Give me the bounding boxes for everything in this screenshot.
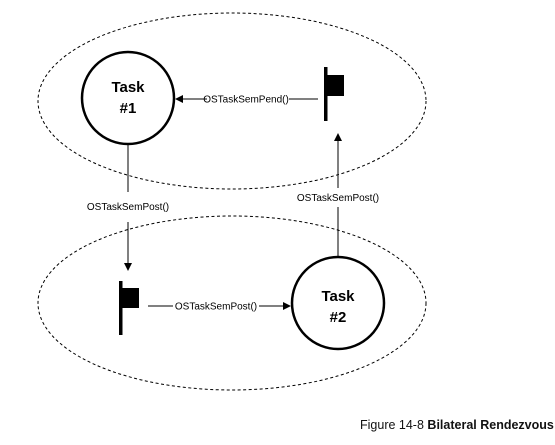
pend-label: OSTaskSemPend()	[203, 95, 289, 106]
post-left-label: OSTaskSemPost()	[87, 202, 169, 213]
post-bottom-label: OSTaskSemPost()	[175, 302, 257, 313]
top-group-ellipse	[37, 12, 427, 190]
task2-label-line1: Task	[321, 288, 355, 305]
bottom-group-ellipse	[37, 215, 427, 391]
task2-label-line2: #2	[330, 309, 347, 326]
figure-caption-title: Bilateral Rendezvous	[427, 418, 554, 432]
task1-circle	[80, 50, 176, 146]
task2-semaphore-flag-icon	[119, 281, 139, 335]
figure-caption-number: Figure 14-8	[360, 418, 424, 432]
task1-label-line1: Task	[111, 79, 145, 96]
task1-label-line2: #1	[120, 100, 137, 117]
post-right-label: OSTaskSemPost()	[297, 193, 379, 204]
figure-caption: Figure 14-8 Bilateral Rendezvous	[360, 418, 554, 432]
task1-semaphore-flag-icon	[324, 67, 344, 121]
